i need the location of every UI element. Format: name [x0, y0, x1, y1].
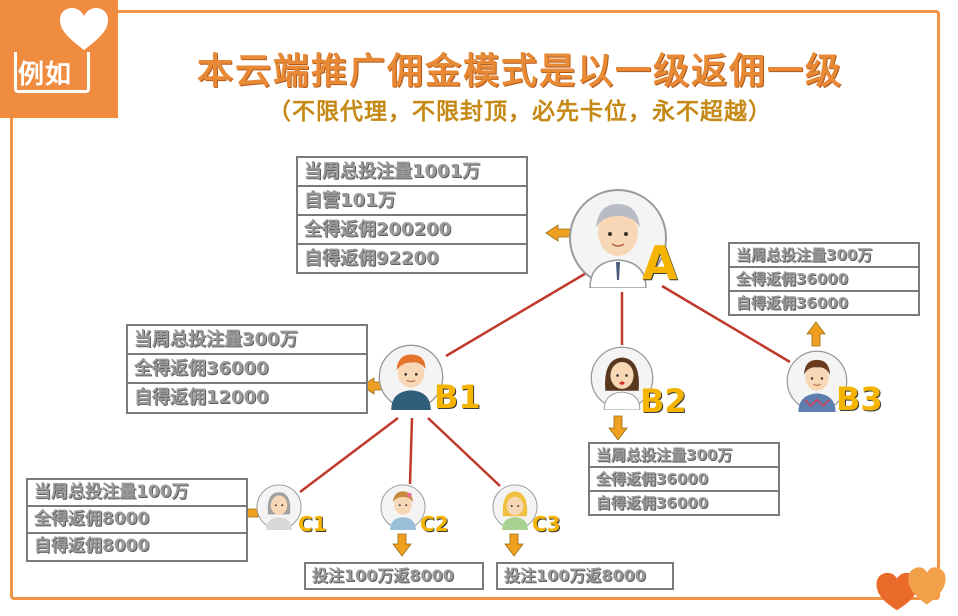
badge-text: 例如 [18, 60, 73, 90]
link-b1-c1 [299, 417, 399, 493]
link-b1-c2 [408, 417, 414, 485]
heart-icon [60, 8, 108, 50]
node-label-a: A [642, 236, 678, 290]
info-row: 投注100万返8000 [504, 566, 646, 585]
avatar-c3 [492, 484, 538, 530]
info-row: 当周总投注量300万 [128, 326, 366, 355]
node-label-b3: B3 [836, 380, 883, 418]
avatar-b1 [378, 344, 444, 410]
link-b1-c3 [427, 417, 501, 487]
info-row: 当周总投注量300万 [730, 244, 918, 268]
avatar-b3 [786, 350, 848, 412]
link-a-b3 [661, 284, 791, 364]
info-box-b2: 当周总投注量300万 全得返佣36000 自得返佣36000 [588, 442, 780, 516]
info-row: 当周总投注量100万 [28, 480, 246, 507]
info-row: 全得返佣36000 [730, 268, 918, 292]
info-row: 自得返佣92200 [304, 248, 439, 269]
info-box-c3: 投注100万返8000 [496, 562, 674, 590]
badge-box [14, 52, 90, 93]
avatar-c2 [380, 484, 426, 530]
arrow-up-icon [806, 321, 826, 347]
info-row: 投注100万返8000 [312, 566, 454, 585]
avatar-b2 [590, 346, 654, 410]
info-box-b1: 当周总投注量300万 全得返佣36000 自得返佣12000 [126, 324, 368, 414]
link-a-b1 [445, 270, 589, 358]
node-label-c1: C1 [298, 512, 327, 536]
info-row: 全得返佣36000 [128, 355, 366, 384]
info-row: 全得返佣36000 [590, 468, 778, 492]
info-row: 自得返佣12000 [134, 387, 269, 408]
page-subtitle: （不限代理，不限封顶，必先卡位，永不超越） [268, 99, 772, 125]
info-row: 当周总投注量300万 [590, 444, 778, 468]
arrow-down-icon [504, 533, 524, 557]
info-box-c2: 投注100万返8000 [304, 562, 484, 590]
avatar-a [569, 189, 667, 288]
info-row: 自营101万 [298, 187, 526, 216]
info-row: 自得返佣8000 [34, 536, 150, 556]
hearts-decoration-icon [876, 567, 946, 611]
info-box-b3: 当周总投注量300万 全得返佣36000 自得返佣36000 [728, 242, 920, 316]
arrow-down-icon [608, 415, 628, 441]
info-row: 自得返佣36000 [596, 494, 709, 512]
node-label-b2: B2 [640, 382, 687, 420]
node-label-c3: C3 [532, 512, 561, 536]
page-title: 本云端推广佣金模式是以一级返佣一级 [196, 51, 843, 92]
example-badge: 例如 [0, 0, 118, 118]
arrow-down-icon [392, 533, 412, 557]
info-box-a: 当周总投注量1001万 自营101万 全得返佣200200 自得返佣92200 [296, 156, 528, 274]
node-label-c2: C2 [420, 512, 449, 536]
info-row: 当周总投注量1001万 [298, 158, 526, 187]
info-row: 全得返佣200200 [298, 216, 526, 245]
info-row: 自得返佣36000 [736, 294, 849, 312]
info-row: 全得返佣8000 [28, 507, 246, 534]
avatar-c1 [256, 484, 302, 530]
diagram-frame [10, 10, 940, 600]
node-label-b1: B1 [434, 378, 481, 416]
info-box-c1: 当周总投注量100万 全得返佣8000 自得返佣8000 [26, 478, 248, 562]
